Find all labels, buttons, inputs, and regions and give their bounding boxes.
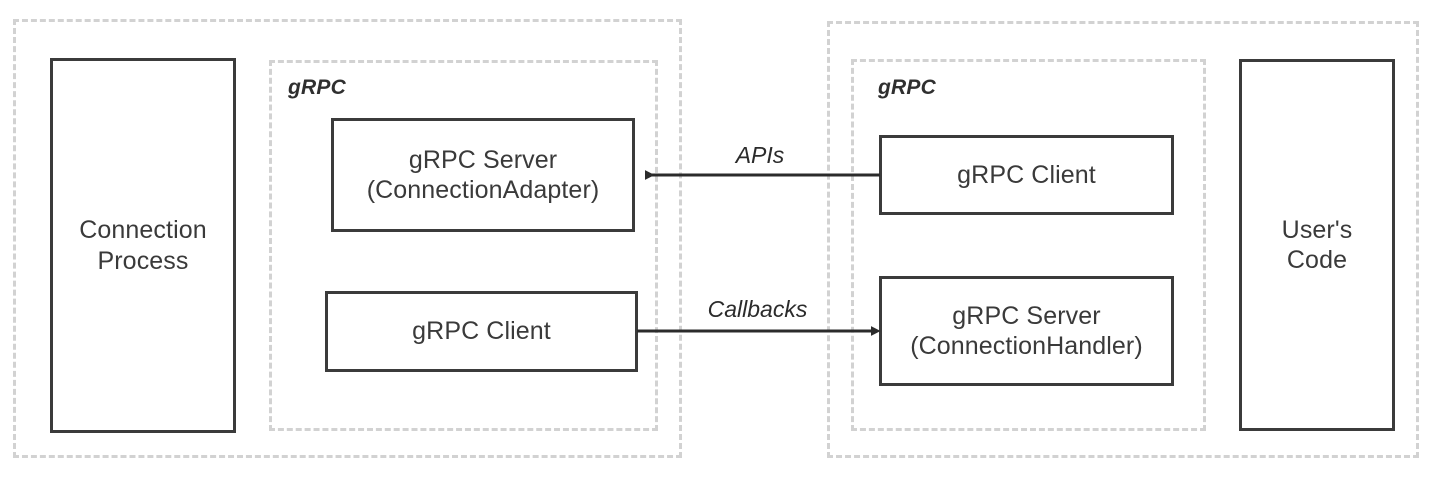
left-grpc-group-caption: gRPC [288,76,346,99]
right-process-container [827,21,1419,458]
right-grpc-client-label: gRPC Client [957,160,1096,189]
right-grpc-group [851,59,1206,431]
left-process-container [13,19,682,458]
right-grpc-server-box[interactable]: gRPC Server (ConnectionHandler) [879,276,1174,386]
left-grpc-server-label: gRPC Server (ConnectionAdapter) [366,145,600,205]
callbacks-arrow [637,326,881,336]
left-grpc-client-label: gRPC Client [412,317,551,346]
apis-arrow [645,170,880,180]
left-grpc-client-box[interactable]: gRPC Client [325,291,638,372]
connection-process-label: Connection Process [79,216,207,275]
right-grpc-group-caption: gRPC [878,76,936,99]
right-grpc-client-box[interactable]: gRPC Client [879,135,1174,215]
right-grpc-server-label: gRPC Server (ConnectionHandler) [910,301,1143,361]
users-code-label: User's Code [1281,215,1353,275]
connection-process-box[interactable]: Connection Process [50,58,236,433]
left-grpc-server-box[interactable]: gRPC Server (ConnectionAdapter) [331,118,635,232]
left-grpc-group [269,60,658,431]
users-code-box[interactable]: User's Code [1239,59,1395,431]
apis-edge-label: APIs [735,142,785,168]
callbacks-edge-label: Callbacks [707,296,808,322]
